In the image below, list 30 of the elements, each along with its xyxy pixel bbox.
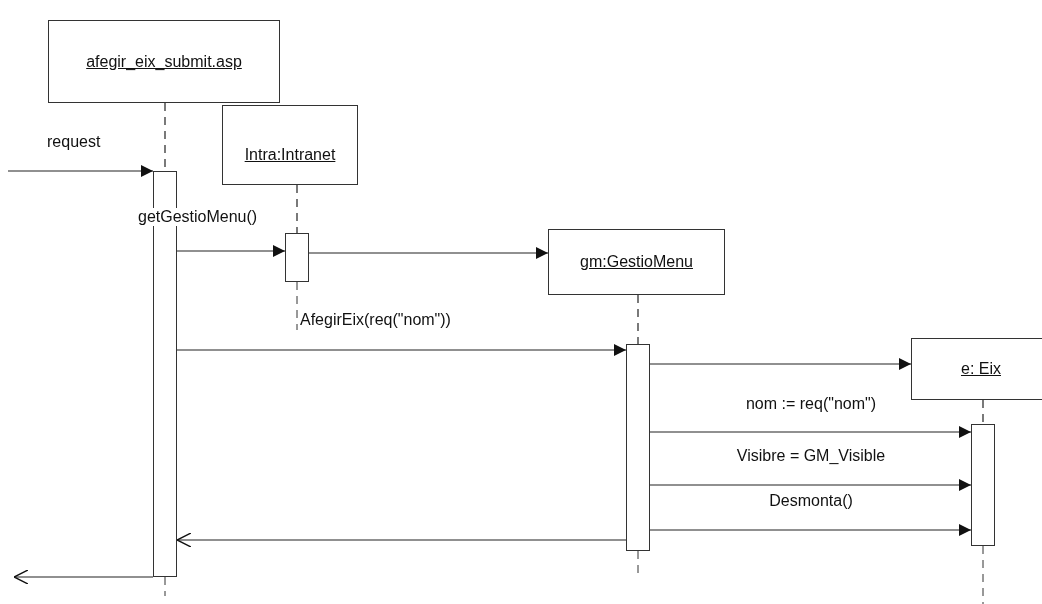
message-arrow [13, 569, 154, 585]
object-name: gm:GestioMenu [580, 253, 693, 271]
lifeline [982, 399, 984, 425]
message-label: Visibre = GM_Visible [736, 447, 886, 465]
object-box [548, 229, 725, 295]
message-label: AfegirEix(req("nom")) [300, 311, 451, 329]
object-box [911, 338, 1042, 400]
object-box [222, 105, 358, 185]
activation-bar [285, 233, 309, 282]
message-label: getGestioMenu() [138, 208, 258, 226]
object-box [48, 20, 280, 103]
object-name: afegir_eix_submit.asp [86, 52, 242, 71]
message-arrow [649, 479, 972, 491]
lifeline [296, 184, 298, 234]
object-name: e: Eix [961, 360, 1001, 378]
message-arrow [649, 524, 972, 536]
message-arrow [7, 165, 154, 177]
message-label: request [47, 133, 101, 151]
message-arrow [649, 426, 972, 438]
message-arrow [308, 247, 549, 259]
message-arrow [649, 358, 912, 370]
lifeline [637, 294, 639, 345]
object-name: Intra:Intranet [244, 146, 336, 164]
activation-bar [626, 344, 650, 551]
message-label: nom := req("nom") [745, 395, 877, 413]
message-label: Desmonta() [769, 492, 853, 510]
activation-bar [971, 424, 995, 546]
message-arrow [176, 344, 627, 356]
message-arrow [176, 245, 286, 257]
message-arrow [176, 532, 627, 548]
